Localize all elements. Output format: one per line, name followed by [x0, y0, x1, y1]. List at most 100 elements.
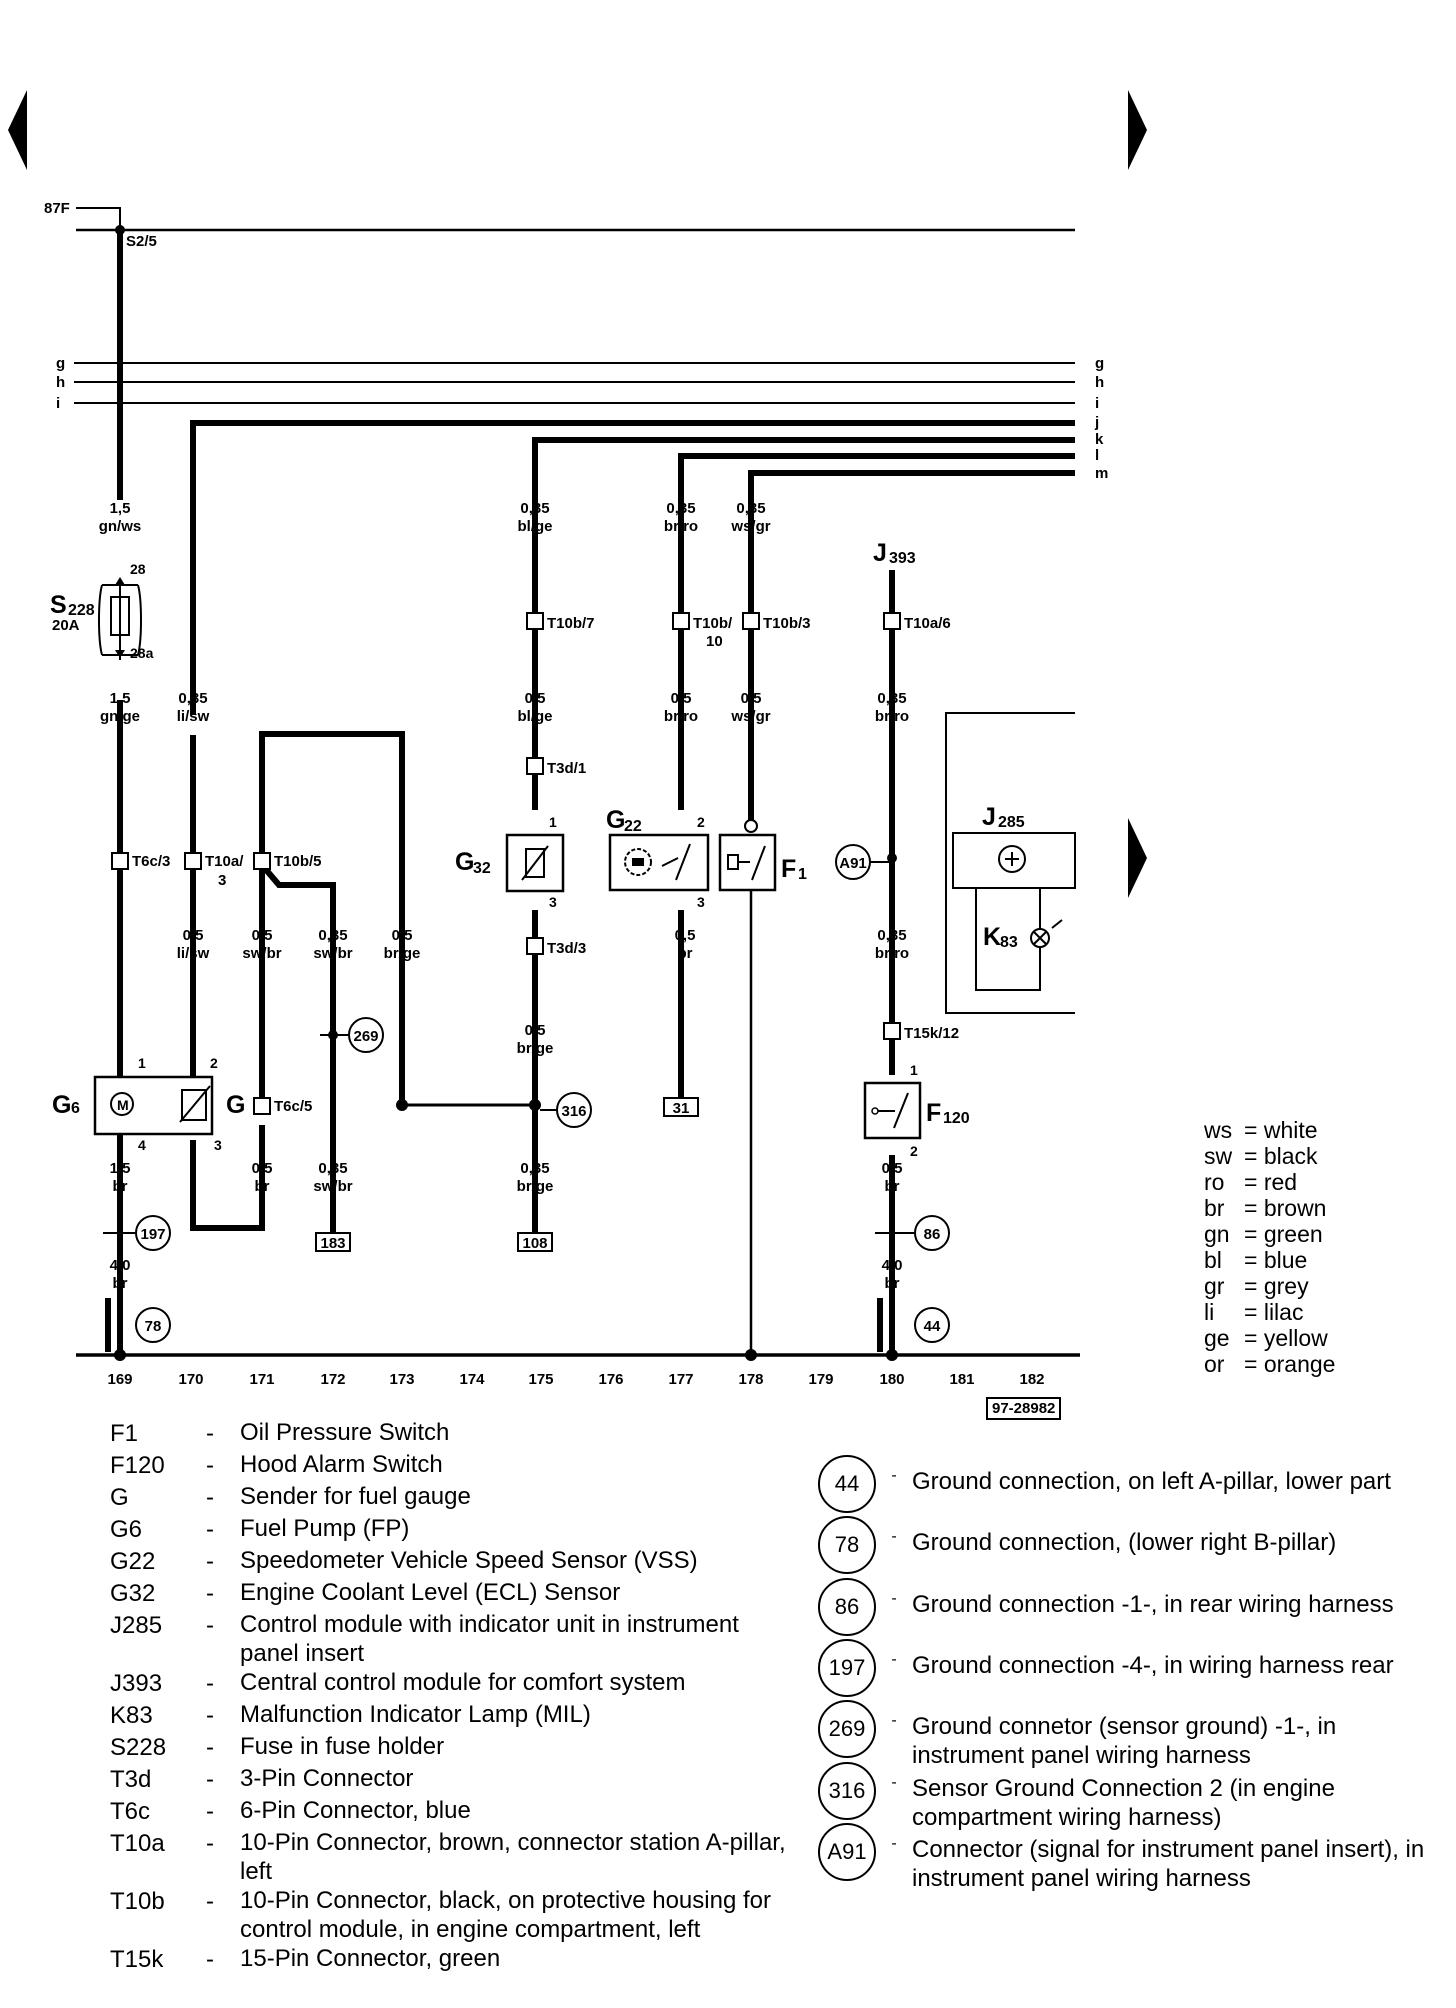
connector-label: T10b/7 — [547, 615, 595, 632]
legend-desc: Hood Alarm Switch — [240, 1451, 443, 1478]
column-number: 177 — [668, 1371, 693, 1388]
bus-letter: h — [1095, 374, 1104, 391]
ground-circle-label: 316 — [561, 1103, 586, 1120]
ground-circles — [135, 844, 950, 1343]
color-legend-row: ge= yellow — [1204, 1325, 1335, 1351]
legend-row: K83-Malfunction Indicator Lamp (MIL) — [110, 1700, 800, 1732]
connector-label: 10 — [706, 633, 723, 650]
color-legend-row: bl= blue — [1204, 1247, 1335, 1273]
connector-label: T10a/6 — [904, 615, 951, 632]
color-legend-row: br= brown — [1204, 1195, 1335, 1221]
color-code: ro — [1204, 1169, 1225, 1195]
ground-legend-desc: Sensor Ground Connection 2 (in engine co… — [912, 1775, 1335, 1831]
color-code: or — [1204, 1351, 1225, 1377]
column-number: 170 — [178, 1371, 203, 1388]
pin-label: 2 — [697, 814, 705, 830]
connector-label: T3d/3 — [547, 940, 586, 957]
ground-legend-row: 78-Ground connection, (lower right B-pil… — [818, 1516, 1438, 1574]
color-code: li — [1204, 1299, 1215, 1325]
legend-dash: - — [891, 1651, 897, 1668]
wire-size: 0,35 — [178, 690, 207, 707]
inline-connectors — [111, 612, 901, 1115]
legend-dash: - — [891, 1774, 897, 1791]
wire-size: 0,35 — [318, 927, 347, 944]
f120-sub: 120 — [943, 1110, 970, 1127]
wire-color: br/ro — [875, 708, 909, 725]
column-number: 173 — [389, 1371, 414, 1388]
wire-color: sw/br — [313, 1178, 352, 1195]
j393-label: J — [873, 539, 887, 567]
color-name: black — [1263, 1143, 1318, 1169]
legend-row: G32-Engine Coolant Level (ECL) Sensor — [110, 1578, 800, 1610]
legend-dash: - — [206, 1734, 214, 1761]
terminal-box-label: 108 — [522, 1235, 547, 1252]
terminal-box-label: 183 — [320, 1235, 345, 1252]
equals: = — [1244, 1195, 1258, 1221]
column-number: 180 — [879, 1371, 904, 1388]
bus-letter: k — [1095, 431, 1104, 448]
legend-code: G — [110, 1484, 129, 1511]
component-legend: F1-Oil Pressure Switch F120-Hood Alarm S… — [110, 1418, 800, 1976]
equals: = — [1244, 1325, 1258, 1351]
pin-label: 2 — [210, 1055, 218, 1071]
ground-legend-row: 269-Ground connetor (sensor ground) -1-,… — [818, 1700, 1438, 1770]
next-page-arrow-icon[interactable] — [1128, 90, 1147, 170]
connector-label: T3d/1 — [547, 760, 586, 777]
column-number: 182 — [1019, 1371, 1044, 1388]
wire-color: br/ro — [875, 945, 909, 962]
legend-code: G6 — [110, 1516, 143, 1543]
legend-code: T6c — [110, 1798, 151, 1825]
prev-page-arrow-icon[interactable] — [8, 90, 27, 170]
ground-legend-code: 78 — [818, 1516, 876, 1574]
legend-dash: - — [206, 1452, 214, 1479]
legend-desc: 15-Pin Connector, green — [240, 1945, 501, 1972]
bus-letter: g — [56, 355, 65, 372]
legend-desc: Malfunction Indicator Lamp (MIL) — [240, 1701, 591, 1728]
legend-code: F1 — [110, 1420, 139, 1447]
legend-dash: - — [206, 1888, 214, 1915]
j285-sub: 285 — [998, 814, 1025, 831]
legend-dash: - — [206, 1766, 214, 1793]
fuel-pump-sender-g6: M — [93, 1075, 214, 1136]
pin-label: 3 — [549, 894, 557, 910]
ground-legend-code: 44 — [818, 1455, 876, 1513]
vehicle-speed-sensor-g22 — [608, 833, 710, 892]
column-numbers: 169 170 171 172 173 174 175 176 177 178 … — [107, 1371, 1044, 1388]
column-number: 179 — [808, 1371, 833, 1388]
color-name: red — [1263, 1169, 1298, 1195]
color-name: grey — [1263, 1273, 1309, 1299]
g6-label: G — [52, 1091, 71, 1119]
j393-sub: 393 — [889, 550, 916, 567]
wire-size: 1,5 — [110, 500, 131, 517]
legend-desc: 10-Pin Connector, black, on protective h… — [240, 1887, 771, 1943]
equals: = — [1244, 1351, 1258, 1377]
wire-size: 0,35 — [318, 1160, 347, 1177]
equals: = — [1244, 1117, 1258, 1143]
equals: = — [1244, 1299, 1258, 1325]
ground-legend-code: A91 — [818, 1823, 876, 1881]
continue-arrow-icon[interactable] — [1128, 818, 1147, 898]
color-name: green — [1263, 1221, 1323, 1247]
ground-legend-row: 86-Ground connection -1-, in rear wiring… — [818, 1578, 1438, 1636]
wire-size: 0,35 — [520, 1160, 549, 1177]
wire-size: 0,35 — [520, 500, 549, 517]
wire-color: sw/br — [313, 945, 352, 962]
legend-code: T3d — [110, 1766, 152, 1793]
hood-alarm-switch-f120 — [863, 1081, 922, 1140]
equals: = — [1244, 1221, 1258, 1247]
wire-color: bl/ge — [517, 518, 552, 535]
wire-size: 0,5 — [525, 1022, 546, 1039]
f1-label: F — [781, 855, 796, 883]
legend-dash: - — [891, 1835, 897, 1852]
pin-label: 1 — [549, 814, 557, 830]
right-bus-letters: g h i j k l m — [1094, 355, 1108, 482]
terminal-boxes — [315, 1097, 699, 1252]
legend-dash: - — [206, 1670, 214, 1697]
ground-legend-code: 86 — [818, 1578, 876, 1636]
g22-label: G — [606, 806, 625, 834]
legend-row: T3d-3-Pin Connector — [110, 1764, 800, 1796]
color-code: ge — [1204, 1325, 1230, 1351]
wire-color: br/ro — [664, 518, 698, 535]
s2-5-label: S2/5 — [126, 233, 157, 250]
